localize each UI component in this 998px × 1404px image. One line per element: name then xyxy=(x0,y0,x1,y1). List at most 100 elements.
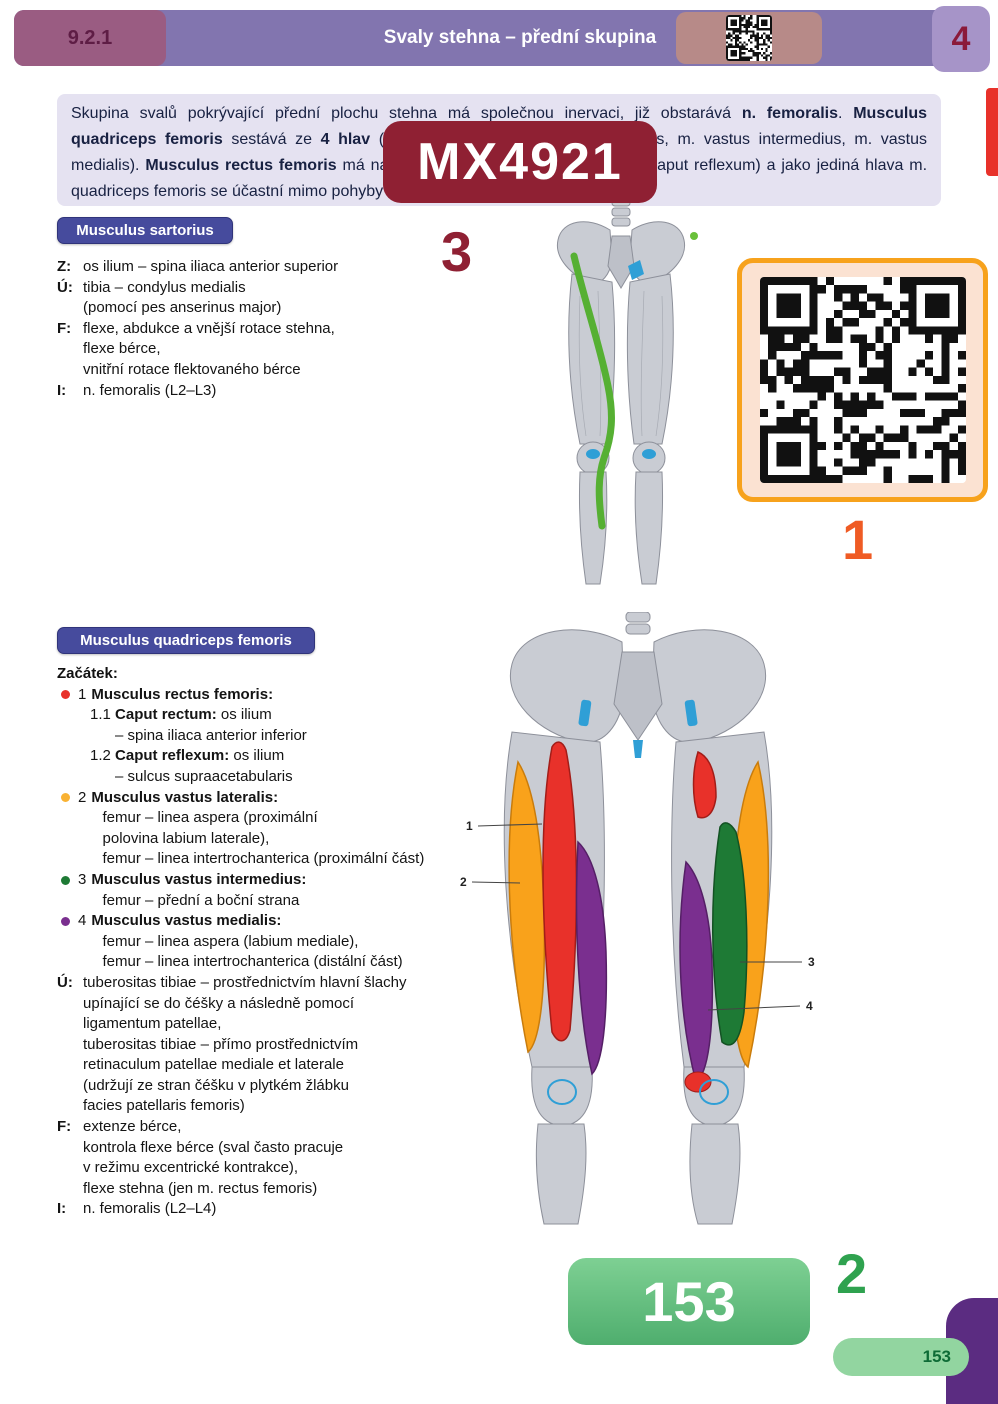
text-line: flexe stehna (jen m. rectus femoris) xyxy=(83,1179,318,1197)
head-name: Musculus rectus femoris: xyxy=(91,685,274,703)
muscle-head-sublines: femur – linea aspera (proximální polovin… xyxy=(90,808,497,870)
text-line: tibia – condylus medialis xyxy=(83,278,246,296)
text-line: os ilium – spina iliaca anterior superio… xyxy=(83,258,339,275)
definition-row: F: flexe, abdukce a vnější rotace stehna… xyxy=(57,319,487,381)
definition-row: Ú: tibia – condylus medialis(pomocí pes … xyxy=(57,278,487,319)
def-lines: tibia – condylus medialis (pomocí pes ans… xyxy=(83,278,487,319)
qr-pattern xyxy=(759,277,966,483)
muscle-head-sublines: 1.1 Caput rectum: os ilium – spina iliac… xyxy=(90,705,497,787)
red-patch-knee xyxy=(684,1071,712,1093)
definition-row: I: n. femoralis (L2–L3) xyxy=(57,381,487,402)
qr-code-icon xyxy=(726,15,772,61)
sartorius-heading: Musculus sartorius xyxy=(57,217,233,244)
def-label: I: xyxy=(57,381,67,399)
patella-outline-left xyxy=(547,1079,577,1105)
text-line: 1.2 Caput reflexum: os ilium xyxy=(90,747,285,765)
text-line: facies patellaris femoris) xyxy=(83,1097,245,1115)
chapter-number: 4 xyxy=(951,19,971,58)
text-part: 4 hlav xyxy=(320,131,371,148)
def-label: I: xyxy=(57,1200,67,1218)
blue-accents xyxy=(578,699,698,758)
green-dot xyxy=(690,232,698,240)
def-lines: os ilium – spina iliaca anterior superio… xyxy=(83,257,487,278)
muscle-head-item: 4 Musculus vastus medialis: xyxy=(57,911,497,932)
marker-1: 1 xyxy=(842,508,874,571)
qr-code-box xyxy=(737,258,988,502)
text-part: sestává ze xyxy=(222,131,321,148)
head-number: 3 xyxy=(78,870,87,888)
code-overlay-text: MX4921 xyxy=(417,133,623,191)
answer-badge-text: 153 xyxy=(642,1270,736,1333)
text-line: polovina labium laterale), xyxy=(90,829,270,847)
definition-row: Z: os ilium – spina iliaca anterior supe… xyxy=(57,257,487,278)
muscle-head-sublines: femur – přední a boční strana xyxy=(90,891,497,912)
text-line: tuberositas tibiae – přímo prostřednictv… xyxy=(83,1035,359,1053)
code-overlay-badge: MX4921 xyxy=(383,121,657,203)
vastus-intermedius-green xyxy=(711,822,748,1046)
figure-label-1: 1 xyxy=(466,819,473,833)
red-edge-accent xyxy=(986,88,998,176)
def-label: F: xyxy=(57,319,72,337)
quadriceps-details: Začátek: 1 Musculus rectus femoris: 1.1 … xyxy=(57,664,497,1220)
text-part: Skupina svalů pokrývající přední plochu … xyxy=(71,105,742,122)
head-name: Musculus vastus lateralis: xyxy=(91,788,279,806)
vastus-medialis-right-purple xyxy=(679,860,714,1084)
section-number: 9.2.1 xyxy=(67,26,113,49)
text-line: extenze bérce, xyxy=(83,1118,182,1136)
rectus-femoris-red xyxy=(542,741,578,1042)
head-name: Musculus vastus medialis: xyxy=(91,912,282,930)
bullet-orange-icon xyxy=(61,793,70,803)
text-line: n. femoralis (L2–L4) xyxy=(83,1200,217,1218)
text-line: (pomocí pes anserinus major) xyxy=(83,299,282,317)
def-lines: tuberositas tibiae – prostřednictvím hla… xyxy=(83,973,497,1117)
figure-label-4: 4 xyxy=(806,999,813,1013)
text-line: femur – linea intertrochanterica (proxim… xyxy=(90,850,425,868)
skeleton-muscles-grey xyxy=(556,197,686,585)
text-line: femur – linea intertrochanterica (distál… xyxy=(90,953,403,971)
sartorius-illustration xyxy=(528,196,712,592)
quadriceps-heading: Musculus quadriceps femoris xyxy=(57,627,315,654)
text-line: v režimu excentrické kontrakce), xyxy=(83,1159,299,1177)
def-lines: n. femoralis (L2–L4) xyxy=(83,1199,497,1220)
marker-3: 3 xyxy=(441,220,473,283)
def-label: F: xyxy=(57,1118,72,1136)
def-label: Ú: xyxy=(57,973,73,991)
text-line: – sulcus supraacetabularis xyxy=(90,767,293,785)
muscle-head-item: 3 Musculus vastus intermedius: xyxy=(57,870,497,891)
rectus-femoris-stump-red xyxy=(692,750,717,819)
text-line: femur – linea aspera (labium mediale), xyxy=(90,932,359,950)
def-lines: n. femoralis (L2–L3) xyxy=(83,381,487,402)
text-line: kontrola flexe bérce (sval často pracuje xyxy=(83,1138,344,1156)
figure-label-2: 2 xyxy=(460,875,467,889)
patella-outline-right xyxy=(699,1079,729,1105)
blue-accents xyxy=(586,260,656,459)
bullet-red-icon xyxy=(61,690,70,700)
sartorius-heading-label: Musculus sartorius xyxy=(76,222,214,239)
muscle-striations xyxy=(578,290,664,437)
qr-code xyxy=(759,277,966,483)
text-part: Musculus quadriceps femoris xyxy=(71,105,928,148)
quadriceps-figure: 1 2 3 4 xyxy=(460,611,815,1225)
muscle-head-sublines: femur – linea aspera (labium mediale), f… xyxy=(90,932,497,973)
text-line: ligamentum patellae, xyxy=(83,1015,222,1033)
text-line: tuberositas tibiae – prostřednictvím hla… xyxy=(83,973,407,991)
vastus-lateralis-left-orange xyxy=(508,760,546,1054)
section-number-badge: 9.2.1 xyxy=(14,10,166,66)
text-line: vnitřní rotace flektovaného bérce xyxy=(83,360,301,378)
head-number: 4 xyxy=(78,912,87,930)
figure-label-3: 3 xyxy=(808,955,815,969)
head-number: 1 xyxy=(78,685,87,703)
label-leader-lines xyxy=(471,823,802,1011)
sartorius-details: Z: os ilium – spina iliaca anterior supe… xyxy=(57,257,487,401)
text-part: Musculus rectus femoris xyxy=(145,157,337,174)
text-part: n. femoralis xyxy=(741,105,838,122)
def-label: Z: xyxy=(57,258,72,275)
text-line: flexe bérce, xyxy=(83,340,161,358)
answer-badge: 153 xyxy=(568,1258,810,1345)
figure-labels: 1 2 3 4 xyxy=(460,819,815,1013)
head-number: 2 xyxy=(78,788,87,806)
muscle-head-item: 1 Musculus rectus femoris: xyxy=(57,685,497,706)
muscle-head-item: 2 Musculus vastus lateralis: xyxy=(57,788,497,809)
definition-row: I: n. femoralis (L2–L4) xyxy=(57,1199,497,1220)
